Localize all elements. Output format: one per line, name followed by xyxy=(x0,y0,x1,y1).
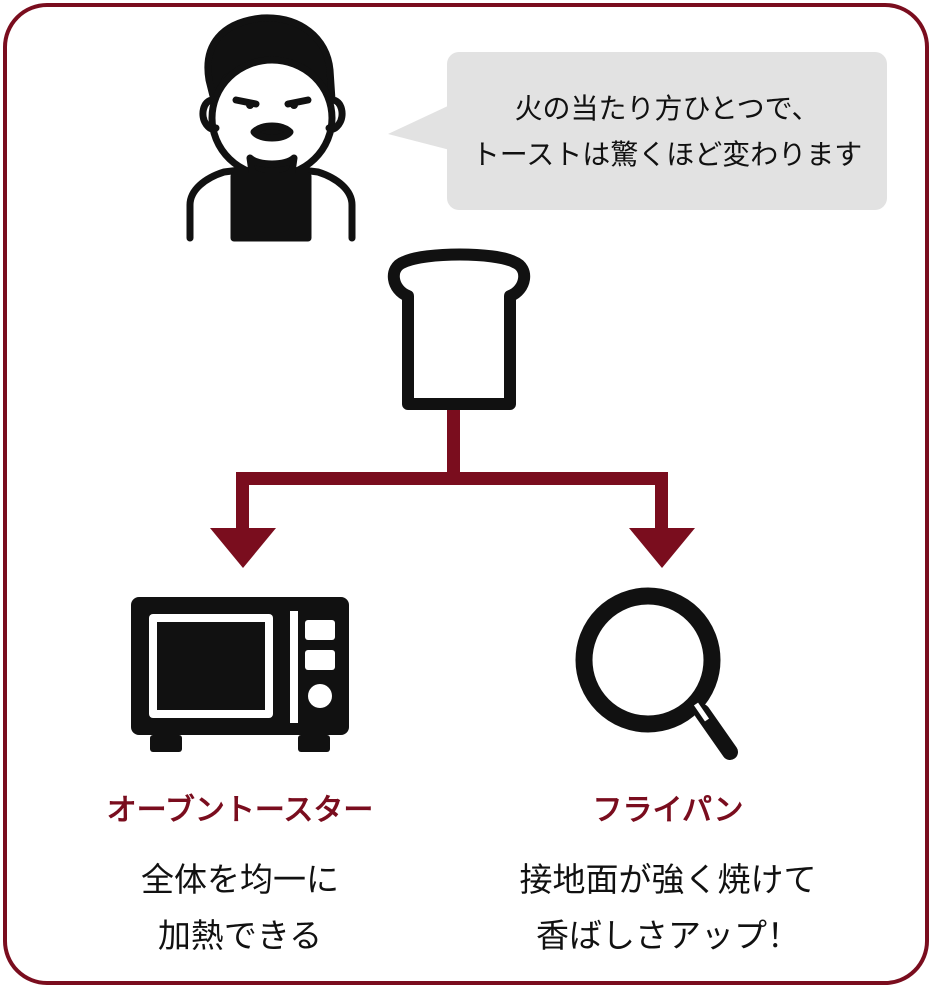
oven-toaster-description: 全体を均一に 加熱できる xyxy=(40,852,440,964)
oven-toaster-label: オーブントースター xyxy=(106,793,374,828)
frying-pan-label: フライパン xyxy=(592,793,744,828)
card-frame xyxy=(3,3,929,985)
chef-avatar-icon xyxy=(186,14,356,242)
speech-text: 火の当たり方ひとつで、 トーストは驚くほど変わります xyxy=(447,86,887,178)
frying-pan-description: 接地面が強く焼けて 香ばしさアップ！ xyxy=(458,852,878,964)
connector-arrows xyxy=(210,410,695,568)
frying-pan-desc-line-1: 接地面が強く焼けて xyxy=(519,860,817,899)
speech-line-1: 火の当たり方ひとつで、 xyxy=(514,92,820,125)
arrow-head-left xyxy=(210,528,276,568)
oven-toaster-icon xyxy=(131,597,349,752)
frying-pan-desc-line-2: 香ばしさアップ！ xyxy=(536,916,800,955)
frying-pan-icon xyxy=(575,587,738,760)
oven-toaster-desc-line-2: 加熱できる xyxy=(157,916,323,955)
speech-bubble: 火の当たり方ひとつで、 トーストは驚くほど変わります xyxy=(447,52,887,210)
speech-bubble-tail xyxy=(388,105,450,150)
speech-line-2: トーストは驚くほど変わります xyxy=(471,138,863,171)
arrow-head-right xyxy=(629,528,695,568)
bread-slice-icon xyxy=(388,248,530,410)
oven-toaster-desc-line-1: 全体を均一に xyxy=(141,860,339,899)
